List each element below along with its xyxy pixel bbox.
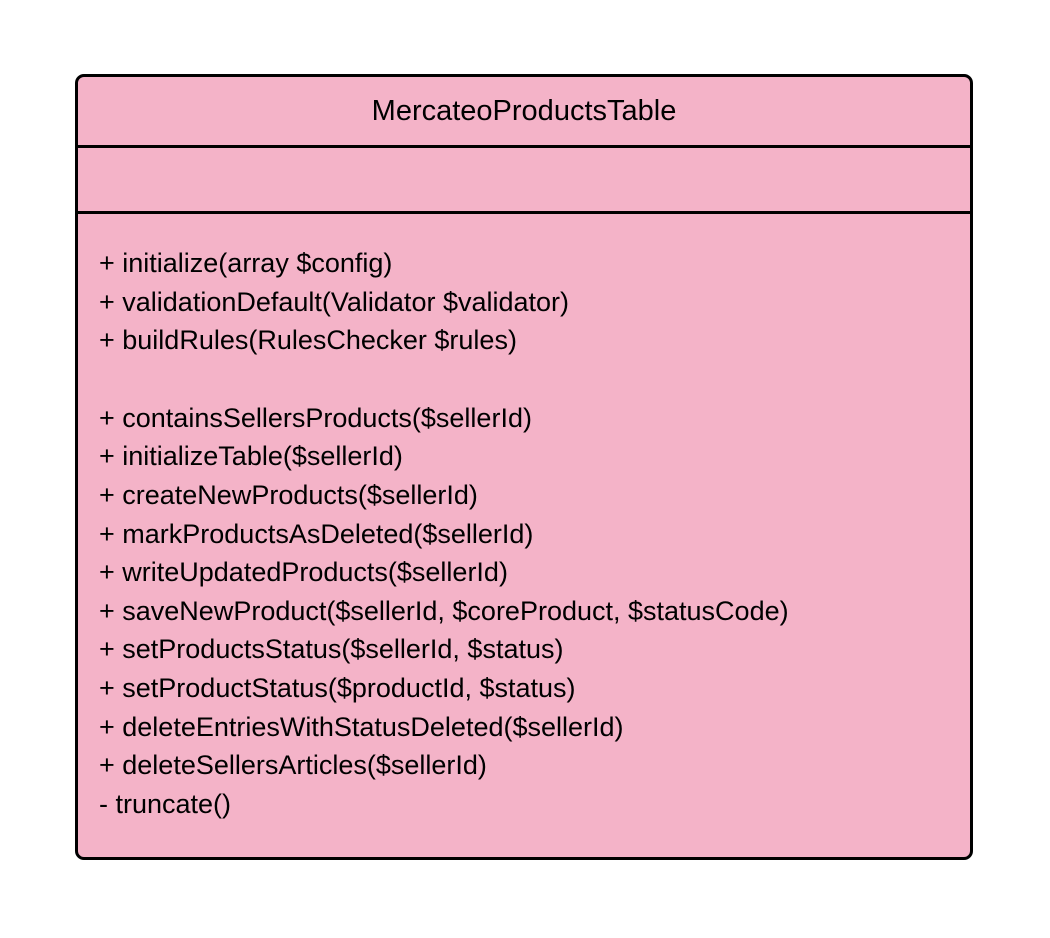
operation-group-framework: + initialize(array $config) + validation… (99, 244, 970, 360)
operation-build-rules: + buildRules(RulesChecker $rules) (99, 325, 517, 356)
operation-contains-sellers-products: + containsSellersProducts($sellerId) (99, 402, 532, 433)
operation-initialize-table: + initializeTable($sellerId) (99, 441, 403, 472)
operation-create-new-products: + createNewProducts($sellerId) (99, 479, 478, 510)
operation-write-updated-products: + writeUpdatedProducts($sellerId) (99, 557, 508, 588)
operation-mark-products-as-deleted: + markProductsAsDeleted($sellerId) (99, 518, 534, 549)
uml-class-box: MercateoProductsTable + initialize(array… (75, 74, 973, 860)
operation-truncate: - truncate() (99, 788, 232, 819)
operation-validation-default: + validationDefault(Validator $validator… (99, 286, 570, 317)
operation-set-products-status: + setProductsStatus($sellerId, $status) (99, 634, 564, 665)
operation-save-new-product: + saveNewProduct($sellerId, $coreProduct… (99, 595, 789, 626)
operation-group-custom: + containsSellersProducts($sellerId) + i… (99, 399, 970, 824)
operation-set-product-status: + setProductStatus($productId, $status) (99, 672, 576, 703)
operations-compartment: + initialize(array $config) + validation… (78, 214, 970, 823)
operation-delete-entries-with-status-deleted: + deleteEntriesWithStatusDeleted($seller… (99, 711, 624, 742)
operation-delete-sellers-articles: + deleteSellersArticles($sellerId) (99, 750, 487, 781)
class-name: MercateoProductsTable (78, 77, 970, 148)
operation-initialize: + initialize(array $config) (99, 248, 393, 278)
attributes-compartment (78, 148, 970, 214)
